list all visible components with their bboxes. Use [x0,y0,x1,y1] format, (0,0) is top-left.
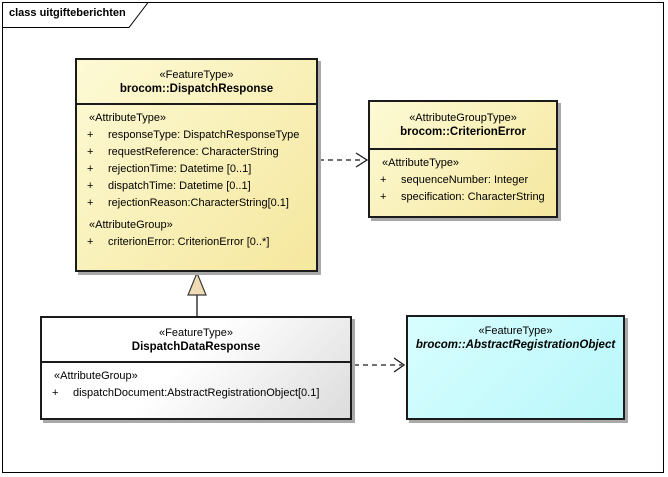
visibility-icon: + [87,236,94,248]
attribute-row[interactable]: + dispatchTime: Datetime [0..1] [86,178,312,195]
open-arrowhead-icon [355,152,369,168]
section-header: «AttributeGroup» [54,370,138,382]
attribute-row[interactable]: + rejectionReason:CharacterString[0.1] [86,195,312,212]
attribute-row[interactable]: + dispatchDocument:AbstractRegistrationO… [51,385,346,402]
attribute-text: specification: CharacterString [401,191,545,203]
attribute-row[interactable]: + criterionError: CriterionError [0..*] [86,234,312,251]
attribute-text: responseType: DispatchResponseType [108,129,300,141]
class-header: «AttributeGroupType» brocom::CriterionEr… [370,102,556,150]
class-header: «FeatureType» DispatchDataResponse [42,318,350,363]
attribute-row[interactable]: + rejectionTime: Datetime [0..1] [86,161,312,178]
attribute-row[interactable]: + requestReference: CharacterString [86,144,312,161]
visibility-icon: + [87,163,94,175]
section-header: «AttributeType» [89,112,167,124]
visibility-icon: + [380,174,387,186]
section-header: «AttributeType» [382,157,460,169]
class-header: «FeatureType» brocom::AbstractRegistrati… [408,317,623,351]
attribute-text: sequenceNumber: Integer [401,174,529,186]
class-compartment: «AttributeGroup» + dispatchDocument:Abst… [42,363,350,402]
visibility-icon: + [87,129,94,141]
diagram-frame-border [2,2,664,473]
dependency-connector-abstract-registration-object[interactable] [354,357,406,373]
stereotype-label: «FeatureType» [159,326,233,339]
stereotype-label: «AttributeGroupType» [409,112,517,124]
attribute-text: dispatchDocument:AbstractRegistrationObj… [73,387,320,399]
class-dispatch-data-response[interactable]: «FeatureType» DispatchDataResponse «Attr… [40,316,352,420]
attribute-row[interactable]: + sequenceNumber: Integer [379,172,552,189]
class-compartment: «AttributeType» + sequenceNumber: Intege… [370,150,556,206]
attribute-text: requestReference: CharacterString [108,146,279,158]
visibility-icon: + [52,387,59,399]
class-name: brocom::AbstractRegistrationObject [415,339,616,351]
visibility-icon: + [380,191,387,203]
visibility-icon: + [87,180,94,192]
attribute-text: rejectionReason:CharacterString[0.1] [108,197,289,209]
attribute-row[interactable]: + responseType: DispatchResponseType [86,127,312,144]
frame-tab [2,2,150,28]
stereotype-label: «FeatureType» [159,68,234,81]
class-abstract-registration-object[interactable]: «FeatureType» brocom::AbstractRegistrati… [406,315,625,420]
generalization-connector[interactable] [187,271,207,317]
stereotype-label: «FeatureType» [478,325,553,337]
dependency-connector-criterion-error[interactable] [319,152,369,168]
attribute-text: criterionError: CriterionError [0..*] [108,236,270,248]
class-dispatch-response[interactable]: «FeatureType» brocom::DispatchResponse «… [75,58,318,272]
class-name: brocom::CriterionError [400,126,526,138]
class-header: «FeatureType» brocom::DispatchResponse [77,60,316,105]
attribute-row[interactable]: + specification: CharacterString [379,189,552,206]
class-name: DispatchDataResponse [131,340,261,353]
visibility-icon: + [87,197,94,209]
class-name: brocom::DispatchResponse [119,82,274,95]
open-arrowhead-icon [393,357,406,373]
frame-label: class uitgifteberichten [9,7,126,19]
triangle-arrowhead-icon [187,271,207,296]
attribute-text: dispatchTime: Datetime [0..1] [108,180,251,192]
class-criterion-error[interactable]: «AttributeGroupType» brocom::CriterionEr… [368,100,558,218]
attribute-text: rejectionTime: Datetime [0..1] [108,163,252,175]
visibility-icon: + [87,146,94,158]
class-compartment: «AttributeType» + responseType: Dispatch… [77,105,316,251]
section-header: «AttributeGroup» [89,219,173,231]
